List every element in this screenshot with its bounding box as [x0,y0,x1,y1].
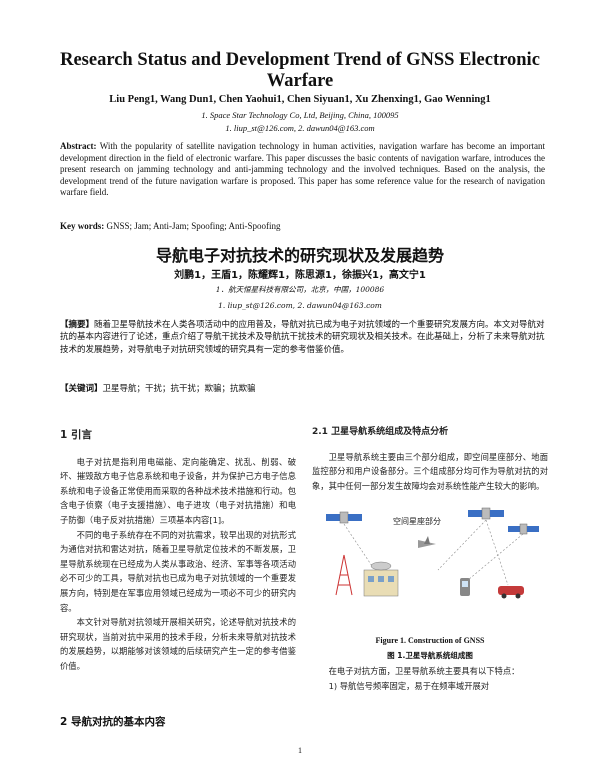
english-affiliation: 1. Space Star Technology Co, Ltd, Beijin… [40,109,560,135]
chinese-abstract-label: 【摘要】 [60,320,95,330]
section-heading-basics: 2 导航对抗的基本内容 [60,716,166,728]
english-keywords: Key words: GNSS; Jam; Anti-Jam; Spoofing… [60,221,545,231]
english-abstract: Abstract: With the popularity of satelli… [60,141,545,199]
gnss-construction-figure: 空间星座部分 [326,507,539,599]
chinese-authors: 刘鹏1，王盾1，陈耀辉1，陈思源1，徐振兴1，高文宁1 [174,270,426,281]
aircraft-icon [418,536,436,548]
section-heading-introduction: 1 引言 [60,429,92,441]
satellite-icon [508,523,539,535]
vehicle-icon [498,586,524,599]
chinese-affiliation: 1．航天恒星科技有限公司，北京，中国，100086 1. liup_st@126… [40,282,560,314]
chinese-keywords: 【关键词】卫星导航；干扰；抗干扰；欺骗；抗欺骗 [60,382,545,394]
figure-caption-english: Figure 1. Construction of GNSS [375,636,485,645]
ground-station-tower-icon [335,554,353,596]
chinese-abstract-text: 随着卫星导航技术在人类各项活动中的应用普及，导航对抗已成为电子对抗领域的一个重要… [60,320,545,355]
english-affiliation-line-1: 1. Space Star Technology Co, Ltd, Beijin… [201,110,399,120]
english-authors: Liu Peng1, Wang Dun1, Chen Yaohui1, Chen… [109,94,491,105]
list-item: 1) 导航信号频率固定，易于在频率域开展对 [328,680,490,691]
chinese-keywords-label: 【关键词】 [60,384,103,394]
signal-lines [343,519,524,586]
handheld-receiver-icon [460,578,470,596]
chinese-keywords-text: 卫星导航；干扰；抗干扰；欺骗；抗欺骗 [102,384,256,394]
right-column: 2.1 卫星导航系统组成及特点分析 卫星导航系统主要由三个部分组成，即空间星座部… [312,425,548,493]
chinese-title: 导航电子对抗技术的研究现状及发展趋势 [155,246,444,265]
abstract-text: With the popularity of satellite navigat… [60,141,546,198]
chinese-affiliation-line-1: 1．航天恒星科技有限公司，北京，中国，100086 [215,285,385,294]
abstract-label: Abstract: [60,141,97,151]
right-column-lower: 在电子对抗方面，卫星导航系统主要具有以下特点： 1) 导航信号频率固定，易于在频… [312,664,548,693]
figure-caption-chinese: 图 1.卫星导航系统组成图 [387,651,473,660]
satellite-icon [468,507,504,520]
paragraph: 在电子对抗方面，卫星导航系统主要具有以下特点： [328,666,520,676]
keywords-text: GNSS; Jam; Anti-Jam; Spoofing; Anti-Spoo… [106,221,281,231]
english-email-line: 1. liup_st@126.com, 2. dawun04@163.com [225,123,375,133]
english-title: Research Status and Development Trend of… [60,50,540,91]
figure-label-space-segment: 空间星座部分 [393,516,441,526]
paragraph: 本文针对导航对抗领域开展相关研究，论述导航对抗技术的研究现状，当前对抗中采用的技… [60,617,296,671]
chinese-abstract: 【摘要】随着卫星导航技术在人类各项活动中的应用普及，导航对抗已成为电子对抗领域的… [60,319,545,356]
keywords-label: Key words: [60,221,105,231]
page-number: 1 [298,746,302,755]
left-column: 1 引言 电子对抗是指利用电磁能、定向能确定、扰乱、削弱、破坏、摧毁敌方电子信息… [60,428,296,674]
control-center-icon [363,561,399,597]
subsection-heading: 2.1 卫星导航系统组成及特点分析 [312,427,449,437]
chinese-email-line: 1. liup_st@126.com, 2. dawun04@163.com [218,301,382,310]
satellite-icon [326,511,362,524]
paragraph: 电子对抗是指利用电磁能、定向能确定、扰乱、削弱、破坏、摧毁敌方电子信息系统和电子… [60,456,296,525]
paragraph: 不同的电子系统存在不同的对抗需求，较早出现的对抗形式为通信对抗和雷达对抗，随着卫… [60,529,296,613]
paragraph: 卫星导航系统主要由三个部分组成，即空间星座部分、地面监控部分和用户设备部分。三个… [312,451,548,491]
